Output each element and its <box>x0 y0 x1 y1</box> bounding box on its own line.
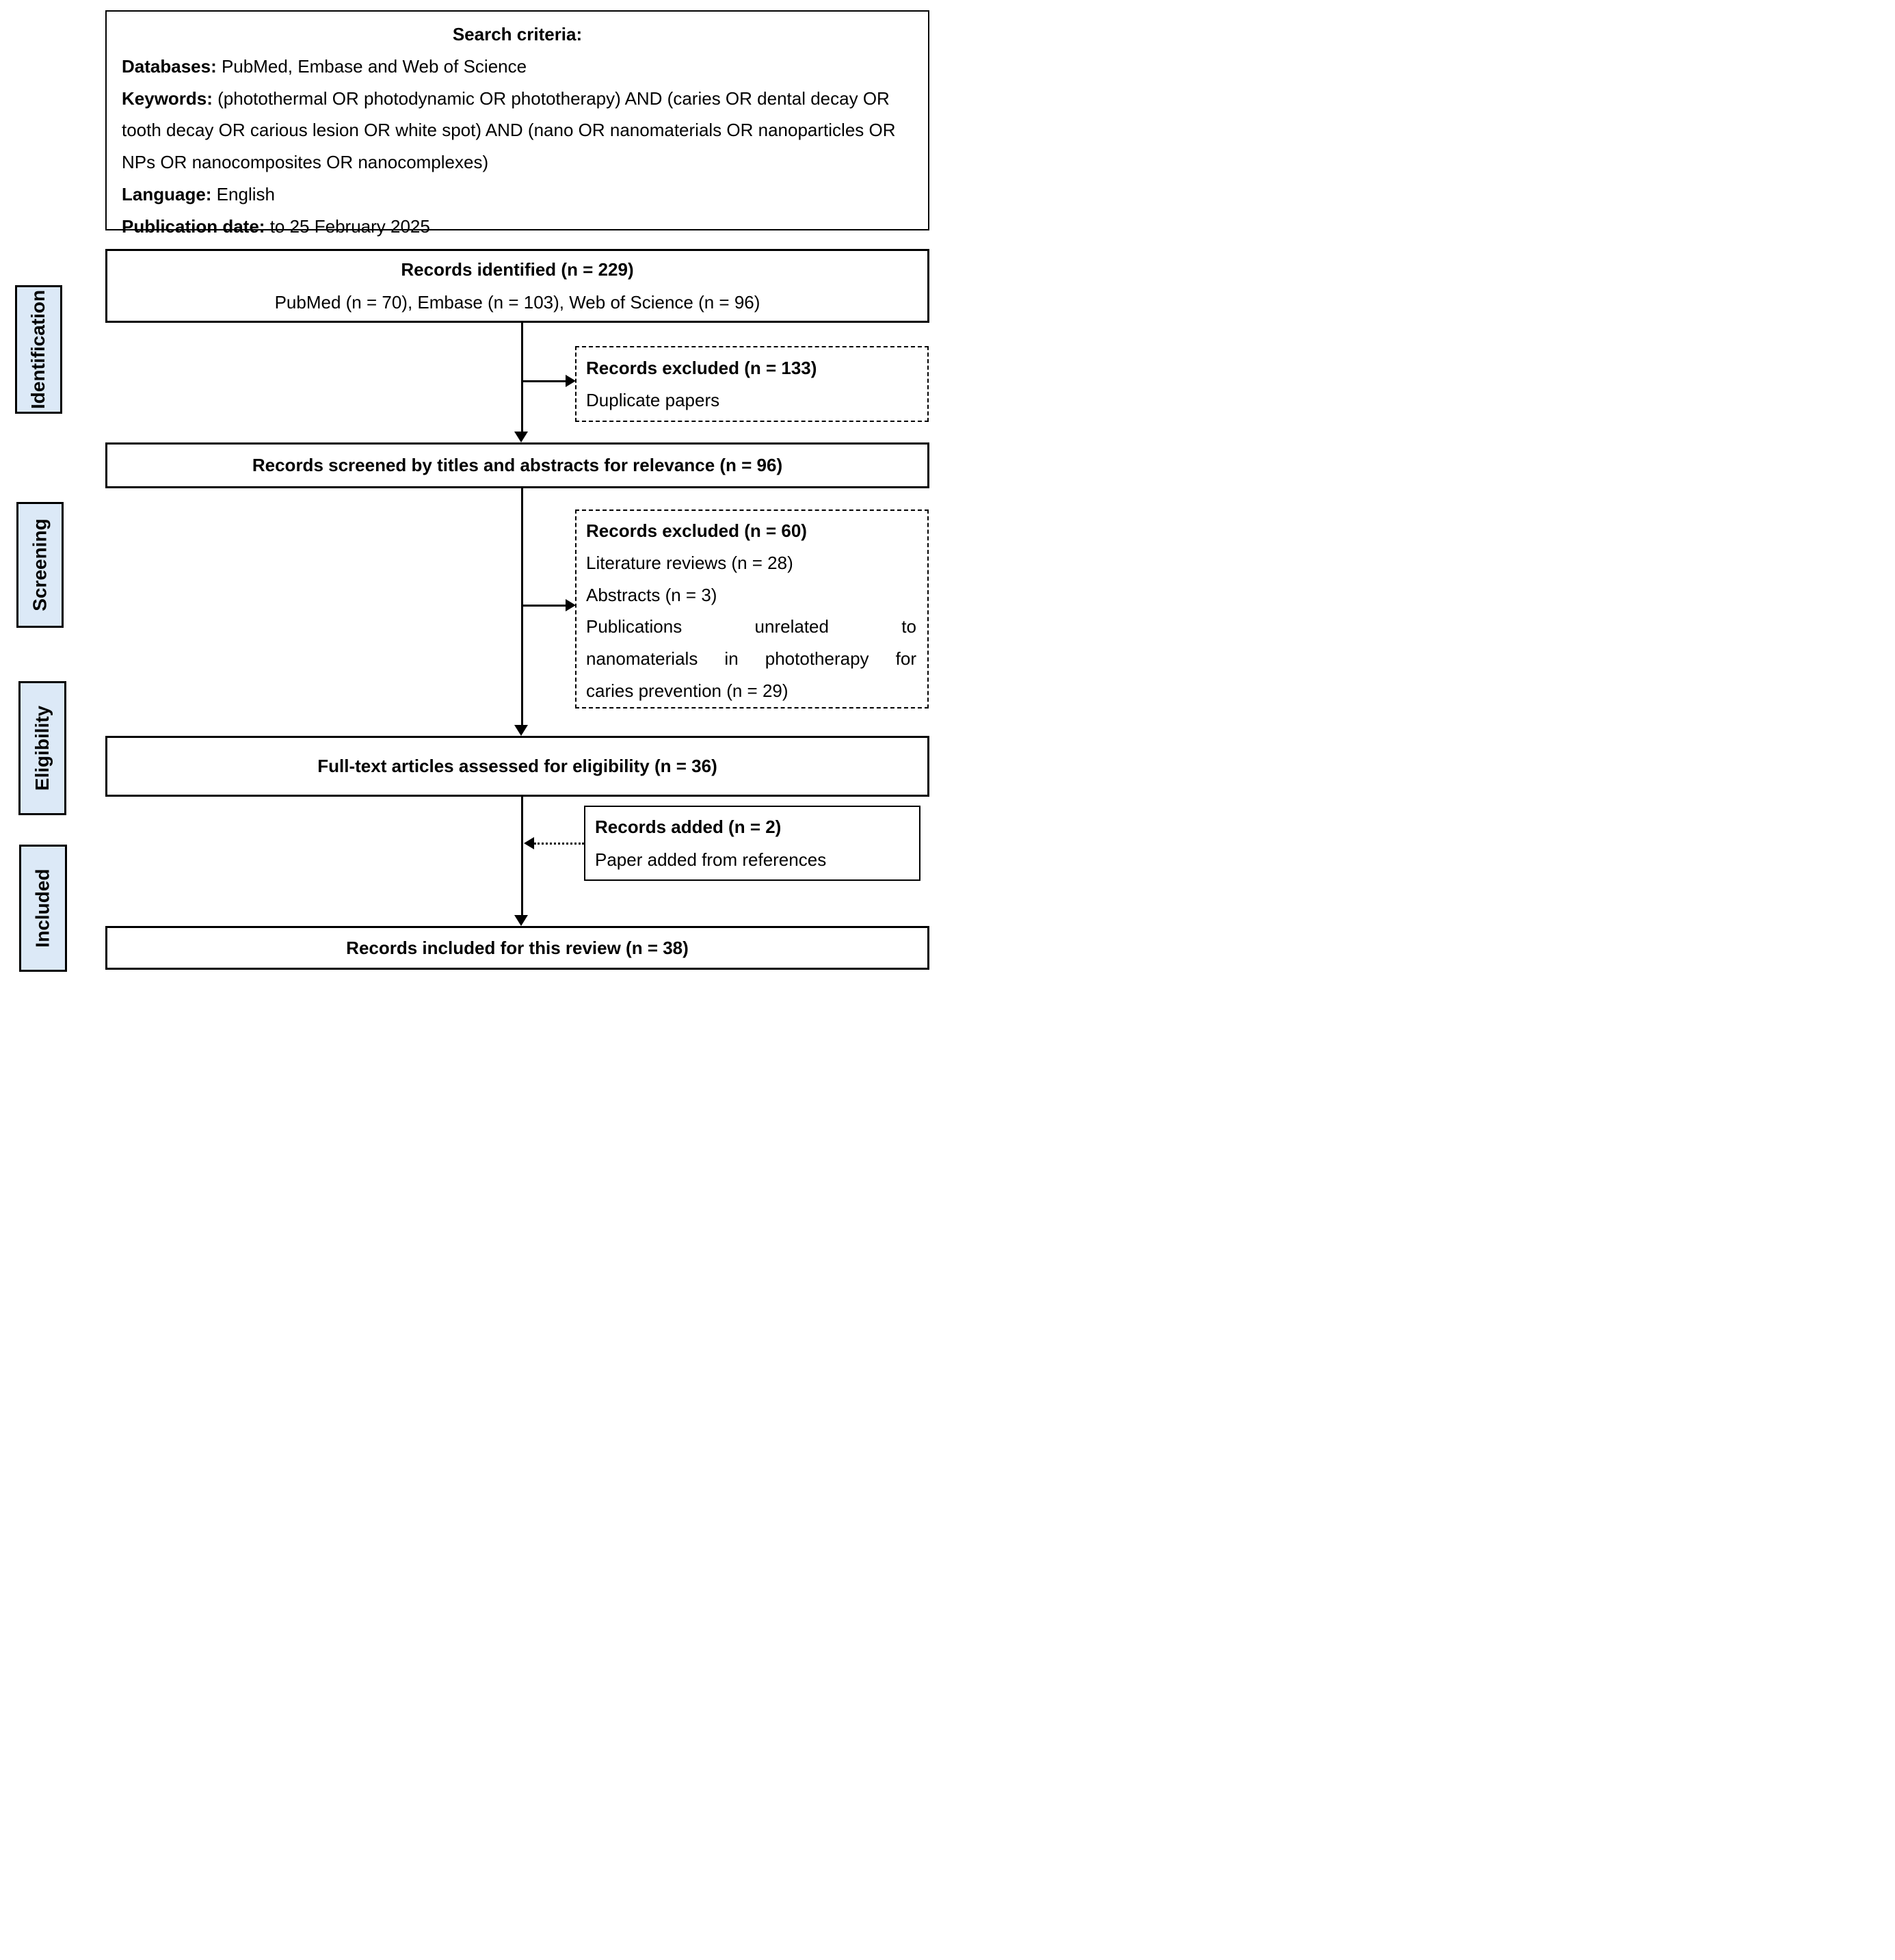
records-excluded-screening-title: Records excluded (n = 60) <box>586 520 807 541</box>
prisma-flow-diagram: Search criteria: Databases: PubMed, Emba… <box>0 0 948 980</box>
connector-branch-excluded2 <box>522 605 566 607</box>
connector-screened-to-fulltext <box>521 488 523 725</box>
stage-label-identification-text: Identification <box>27 289 49 410</box>
connector-branch-excluded1 <box>522 380 566 382</box>
records-included-title: Records included for this review (n = 38… <box>346 937 689 958</box>
records-added-reason: Paper added from references <box>595 849 827 870</box>
records-identified-title: Records identified (n = 229) <box>401 259 634 280</box>
arrow-down-into-screened-icon <box>514 432 528 442</box>
records-added-title: Records added (n = 2) <box>595 816 782 837</box>
stage-label-included: Included <box>19 845 67 972</box>
connector-added-dotted <box>534 843 584 845</box>
records-included-box: Records included for this review (n = 38… <box>105 926 929 970</box>
records-excluded-screening-box: Records excluded (n = 60) Literature rev… <box>575 509 929 708</box>
stage-label-screening: Screening <box>16 502 64 628</box>
keywords-label: Keywords: <box>122 88 213 109</box>
excluded-reason-literature-reviews: Literature reviews (n = 28) <box>586 552 793 573</box>
records-identified-subtitle: PubMed (n = 70), Embase (n = 103), Web o… <box>274 292 760 313</box>
records-identified-box: Records identified (n = 229) PubMed (n =… <box>105 249 929 323</box>
records-excluded-duplicates-box: Records excluded (n = 133) Duplicate pap… <box>575 346 929 422</box>
search-criteria-language: Language: English <box>122 178 913 211</box>
arrow-right-into-excluded2-icon <box>566 599 576 611</box>
connector-identified-to-screened <box>521 323 523 432</box>
keywords-value: (photothermal OR photodynamic OR phototh… <box>122 88 896 173</box>
publication-date-value: to 25 February 2025 <box>265 215 430 237</box>
excluded-reason-unrelated-line1: Publications unrelated to <box>586 616 916 637</box>
stage-label-included-text: Included <box>32 869 53 948</box>
arrow-down-into-fulltext-icon <box>514 725 528 736</box>
search-criteria-title: Search criteria: <box>452 24 583 44</box>
excluded-reason-abstracts: Abstracts (n = 3) <box>586 584 717 605</box>
stage-label-eligibility: Eligibility <box>18 681 66 815</box>
arrow-down-into-included-icon <box>514 915 528 926</box>
stage-label-eligibility-text: Eligibility <box>31 705 53 791</box>
search-criteria-box: Search criteria: Databases: PubMed, Emba… <box>105 10 929 237</box>
language-label: Language: <box>122 183 212 204</box>
records-excluded-duplicates-reason: Duplicate papers <box>586 389 720 410</box>
databases-label: Databases: <box>122 55 217 77</box>
arrow-right-into-excluded1-icon <box>566 375 576 387</box>
search-criteria-pubdate: Publication date: to 25 February 2025 <box>122 211 913 243</box>
stage-label-identification: Identification <box>15 285 62 414</box>
records-excluded-duplicates-title: Records excluded (n = 133) <box>586 357 817 378</box>
excluded-reason-unrelated-line2: nanomaterials in phototherapy for <box>586 648 916 670</box>
records-screened-title: Records screened by titles and abstracts… <box>252 455 783 475</box>
records-added-box: Records added (n = 2) Paper added from r… <box>584 806 920 881</box>
arrow-left-from-added-icon <box>524 837 534 849</box>
fulltext-assessed-box: Full-text articles assessed for eligibil… <box>105 736 929 797</box>
records-screened-box: Records screened by titles and abstracts… <box>105 442 929 488</box>
language-value: English <box>211 183 275 204</box>
search-criteria-databases: Databases: PubMed, Embase and Web of Sci… <box>122 51 913 83</box>
search-criteria-keywords: Keywords: (photothermal OR photodynamic … <box>122 83 913 178</box>
fulltext-assessed-title: Full-text articles assessed for eligibil… <box>317 756 717 776</box>
stage-label-screening-text: Screening <box>29 518 51 611</box>
excluded-reason-unrelated-line3: caries prevention (n = 29) <box>586 680 789 701</box>
publication-date-label: Publication date: <box>122 215 265 237</box>
connector-fulltext-to-included <box>521 797 523 915</box>
databases-value: PubMed, Embase and Web of Science <box>216 55 527 77</box>
